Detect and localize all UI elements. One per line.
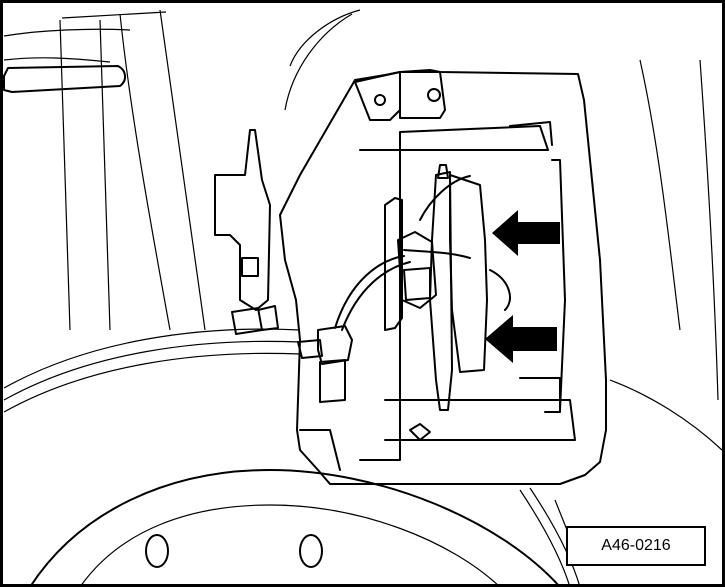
figure-reference-label: A46-0216 [566, 526, 706, 566]
suspension-strut [3, 9, 361, 331]
arrow-upper [492, 210, 560, 256]
arrow-lower [485, 315, 557, 363]
brake-pad-inner [384, 197, 403, 331]
brake-pad-outer [429, 164, 488, 411]
body-line [639, 59, 681, 331]
brake-disc [3, 328, 723, 587]
wear-sensor [297, 231, 471, 403]
mounting-bracket [214, 129, 279, 335]
caliper-housing [279, 69, 607, 485]
